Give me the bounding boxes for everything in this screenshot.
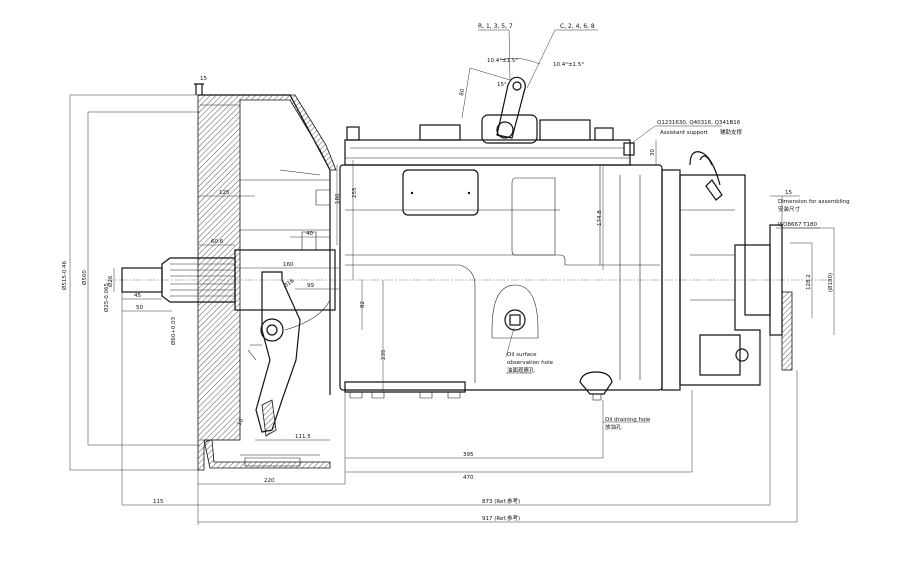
assembly-label-cn: 安装尺寸 (778, 205, 801, 213)
dim-40: 40 (306, 231, 313, 237)
dim-dia-16: Ø16 (282, 277, 296, 290)
shift-lever (461, 29, 598, 139)
dim-111-5: 111.5 (295, 434, 311, 440)
dim-395: 395 (463, 452, 474, 458)
lever-dim: 80 (459, 88, 466, 96)
dim-470: 470 (463, 475, 474, 481)
dim-50: 50 (136, 305, 143, 311)
dim-dia-26: Ø26 (107, 275, 114, 287)
dim-160: 160 (283, 262, 294, 268)
shift-label-right: C, 2, 4, 6, 8 (560, 23, 595, 30)
dim-115: 115 (153, 499, 164, 505)
assistant-support-label-cn: 辅助支撑 (720, 128, 743, 136)
oil-surface-label-cn: 油面观察孔 (507, 366, 535, 374)
dim-99: 99 (307, 283, 314, 289)
assistant-support-label: Assistant support (660, 130, 709, 136)
dim-180: 180 (335, 193, 341, 204)
dim-873: 873 (Ref,参考) (482, 497, 520, 505)
dim-dia-180: (Ø180) (827, 273, 834, 292)
angle-left: 10.4°±1.5° (487, 58, 518, 64)
assembly-label: Dimension for assembling (778, 199, 850, 205)
release-fork (247, 271, 331, 437)
assistant-support-parts: Q1231630, Q40316, Q341B16 (657, 120, 741, 126)
dim-top-15: 15 (200, 76, 207, 82)
dim-45: 45 (134, 293, 141, 299)
angle-right: 10.4°±1.5° (553, 62, 584, 68)
oil-drain-label: Oil draining hole (605, 417, 651, 423)
angle-tilt: 15° (497, 82, 507, 88)
dim-82: 82 (360, 301, 366, 308)
dim-125: 125 (219, 190, 230, 196)
dim-dia-515: Ø515-0.46 (61, 260, 68, 290)
top-cover (344, 114, 635, 166)
flange-standard: ISO8667 T180 (778, 222, 818, 228)
main-case (339, 164, 663, 401)
oil-surface-label-2: observation hole (507, 360, 554, 366)
dim-917: 917 (Ref,参考) (482, 514, 520, 522)
dim-dia-25: Ø25-0.065 (103, 282, 110, 312)
oil-drain-label-cn: 放油孔 (605, 423, 622, 431)
rear-housing (661, 151, 793, 391)
oil-surface-label-1: Oil surface (507, 352, 537, 358)
dim-dia-500: Ø500 (81, 270, 88, 285)
dim-dia-60: Ø60+0.03 (170, 316, 177, 345)
dim-255: 255 (352, 187, 358, 198)
dimension-lines (69, 94, 835, 525)
dim-assembly-15: 15 (785, 190, 792, 196)
dim-30: 30 (650, 149, 656, 156)
dim-10: 10 (237, 418, 246, 427)
dim-174-8: 174.8 (597, 210, 603, 226)
dim-60-6: 60.6 (211, 239, 224, 245)
dim-220: 220 (264, 478, 275, 484)
dim-235: 235 (381, 349, 387, 360)
shift-label-left: R, 1, 3, 5, 7 (478, 23, 513, 30)
dim-128-2: 128.2 (806, 274, 812, 290)
input-shaft (121, 249, 336, 311)
